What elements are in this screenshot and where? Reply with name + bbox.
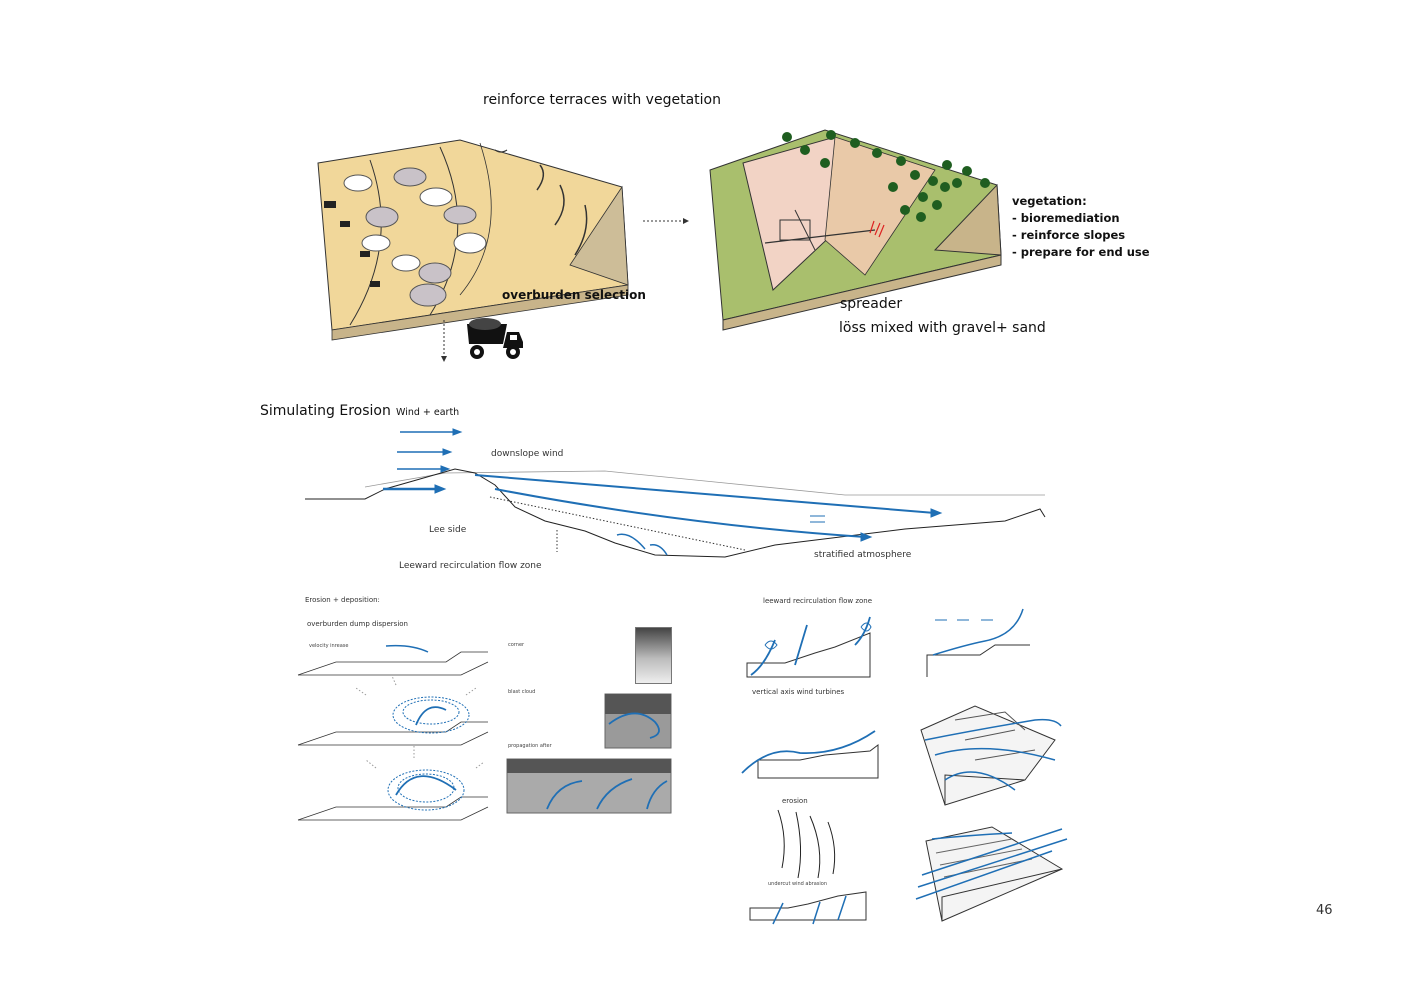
diagram-title: reinforce terraces with vegetation xyxy=(483,92,721,108)
erosion-section-title: Simulating Erosion xyxy=(260,403,391,419)
leeward-panel-label: leeward recirculation flow zone xyxy=(763,597,872,605)
turbine-profile-sketch xyxy=(740,725,885,780)
erosion-pillars-sketch xyxy=(748,808,873,923)
corner-label: corner xyxy=(508,642,524,648)
downslope-wind-label: downslope wind xyxy=(491,449,563,459)
leeward-sketch xyxy=(745,605,875,680)
vegetation-item: - reinforce slopes xyxy=(1012,227,1150,244)
arrow-down-dotted xyxy=(438,320,450,365)
stratified-atmosphere-label: stratified atmosphere xyxy=(814,550,911,560)
dump-truck-icon xyxy=(463,318,525,362)
propagation-label: propagation after xyxy=(508,743,552,749)
iso-terrain-sketch xyxy=(915,700,1065,810)
dump-dispersion-label: overburden dump dispersion xyxy=(307,620,408,628)
arrow-right-dotted xyxy=(643,216,693,226)
flow-step-sketch xyxy=(925,605,1035,680)
page-number: 46 xyxy=(1316,903,1333,918)
blast-cloud-label: blast cloud xyxy=(508,689,535,695)
erosion-subtitle: Wind + earth xyxy=(396,407,459,418)
propagation-photo xyxy=(507,759,671,813)
corner-photo xyxy=(635,627,672,684)
dispersion-sequence xyxy=(296,640,496,825)
iso-terrace-sketch xyxy=(912,825,1072,925)
erosion-small-label: erosion xyxy=(782,797,808,805)
vegetation-item: - bioremediation xyxy=(1012,210,1150,227)
erosion-profile xyxy=(305,425,1050,565)
blast-cloud-photo xyxy=(605,694,671,748)
spreader-label: spreader xyxy=(840,296,902,312)
undercut-label: undercut wind abrasion xyxy=(768,881,827,887)
leeward-zone-label: Leeward recirculation flow zone xyxy=(399,561,542,571)
vegetation-title: vegetation: xyxy=(1012,193,1150,210)
vegetation-item: - prepare for end use xyxy=(1012,244,1150,261)
loess-label: löss mixed with gravel+ sand xyxy=(839,320,1046,336)
overburden-selection-label: overburden selection xyxy=(502,288,646,302)
overburden-terrace-block xyxy=(310,135,630,335)
vegetation-notes: vegetation: - bioremediation - reinforce… xyxy=(1012,193,1150,261)
lee-side-label: Lee side xyxy=(429,525,466,535)
erosion-deposition-label: Erosion + deposition: xyxy=(305,596,380,604)
vertical-turbines-label: vertical axis wind turbines xyxy=(752,688,844,696)
